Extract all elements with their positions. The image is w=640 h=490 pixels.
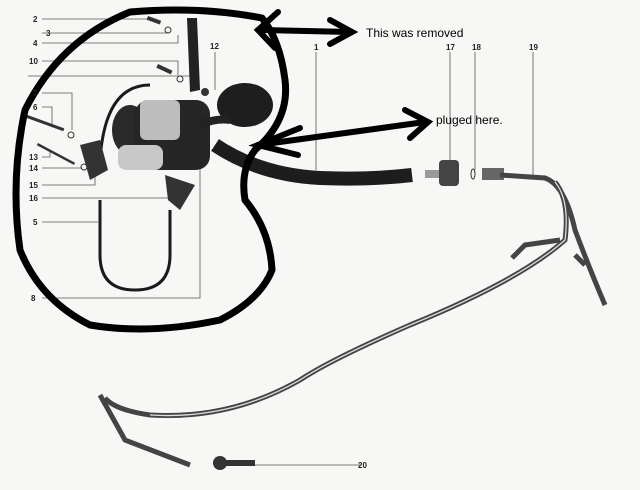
part-label-20: 20	[358, 461, 367, 470]
part-label-2: 2	[33, 15, 38, 24]
marker-loop	[12, 6, 290, 333]
part-label-19: 19	[529, 43, 538, 52]
pipes	[97, 172, 608, 468]
part-label-12: 12	[210, 42, 219, 51]
leader-lines	[28, 18, 534, 466]
part-label-13: 13	[29, 153, 38, 162]
mounting-bracket	[187, 18, 200, 92]
part-label-15: 15	[29, 181, 38, 190]
pipe-highlights	[149, 181, 567, 417]
air-pump	[80, 83, 273, 210]
part-numbers: 2 3 4 10 7 6 13 14 15 16 5 8 12 1 17 18 …	[29, 15, 538, 470]
arrow-plugged	[248, 107, 434, 158]
bolts	[20, 16, 209, 171]
part-label-8: 8	[31, 294, 36, 303]
part-label-18: 18	[472, 43, 481, 52]
part-label-5: 5	[33, 218, 38, 227]
part-label-7: 7	[33, 89, 38, 98]
check-valve	[425, 160, 504, 186]
drive-belt	[98, 200, 172, 292]
arrow-removed	[253, 9, 359, 51]
part-label-10: 10	[29, 57, 38, 66]
part-label-1: 1	[314, 43, 319, 52]
part-label-16: 16	[29, 194, 38, 203]
bolt-20	[215, 460, 255, 466]
part-label-3: 3	[46, 29, 51, 38]
part-label-17: 17	[446, 43, 455, 52]
plugged-annotation: pluged here.	[436, 113, 503, 127]
part-label-6: 6	[33, 103, 38, 112]
part-label-4: 4	[33, 39, 38, 48]
hose	[211, 139, 413, 186]
part-label-14: 14	[29, 164, 38, 173]
removed-annotation: This was removed	[366, 26, 463, 40]
